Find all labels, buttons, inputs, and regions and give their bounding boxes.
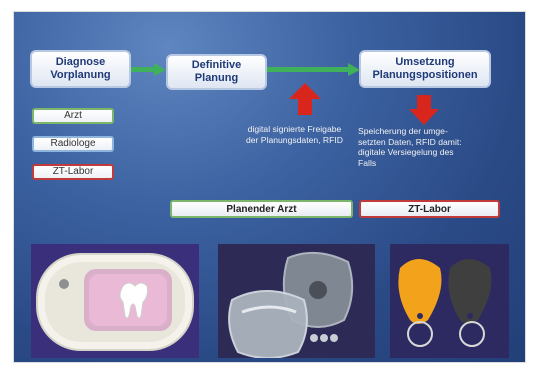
- dental-tray-icon: [218, 244, 375, 358]
- photo-rfid-reader: [31, 244, 199, 358]
- red-up-arrow-icon: [289, 83, 321, 115]
- rfid-key-tag-icon: [390, 244, 509, 358]
- rfid-reader-device-icon: [31, 244, 199, 358]
- note-freigabe: digital signierte Freigabe der Planungsd…: [246, 124, 343, 145]
- green-right-arrow-icon: [131, 63, 166, 76]
- stage-diagnose-vorplanung: Diagnose Vorplanung: [30, 50, 131, 88]
- stage-umsetzung-planungspositionen: Umsetzung Planungspositionen: [359, 50, 491, 88]
- role-zt-labor: ZT-Labor: [32, 164, 114, 180]
- red-down-arrow-icon: [409, 95, 439, 125]
- column-planender-arzt: Planender Arzt: [170, 200, 353, 218]
- role-radiologe: Radiologe: [32, 136, 114, 152]
- stage-definitive-planung: Definitive Planung: [166, 54, 267, 90]
- photo-dental-trays: [218, 244, 375, 358]
- slide: Diagnose Vorplanung Definitive Planung U…: [14, 12, 525, 362]
- photo-rfid-tags: [390, 244, 509, 358]
- column-zt-labor: ZT-Labor: [359, 200, 500, 218]
- role-arzt: Arzt: [32, 108, 114, 124]
- green-right-arrow-icon: [267, 63, 360, 76]
- note-speicherung: Speicherung der umge- setzten Daten, RFI…: [358, 126, 462, 169]
